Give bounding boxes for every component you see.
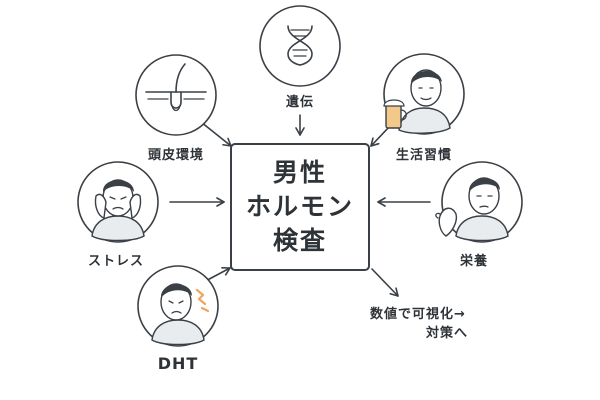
pain-spark-icon [195,288,207,306]
nutrition-label: 栄養 [459,254,489,269]
genetics-label: 遺伝 [285,95,315,110]
result-line1: 数値で可視化→ [370,307,466,322]
arrow-result [371,268,399,297]
scalp-label: 頭皮環境 [147,148,205,163]
center-title-line2: ホルモン [245,192,354,221]
hair-follicle-icon [145,63,207,112]
arrow-lifestyle [370,125,391,147]
center-title-line1: 男性 [272,158,327,187]
thinking-man-icon [435,177,509,242]
stressed-man-icon [91,179,145,242]
lifestyle-node [383,53,465,135]
nutrition-node [435,161,523,243]
dht-label: DHT [157,354,199,373]
genetics-node [259,5,341,87]
center-title-line3: 検査 [272,226,327,255]
result-line2: 対策へ [426,326,469,341]
scalp-node [135,54,217,136]
dht-man-icon [151,283,210,346]
lifestyle-label: 生活習慣 [395,148,453,163]
dna-icon [287,25,313,66]
hormone-test-box: 男性 ホルモン 検査 [230,143,370,271]
stress-label: ストレス [87,254,145,269]
dht-node [137,265,219,347]
stress-node [77,161,159,243]
man-with-beer-icon [383,69,451,134]
